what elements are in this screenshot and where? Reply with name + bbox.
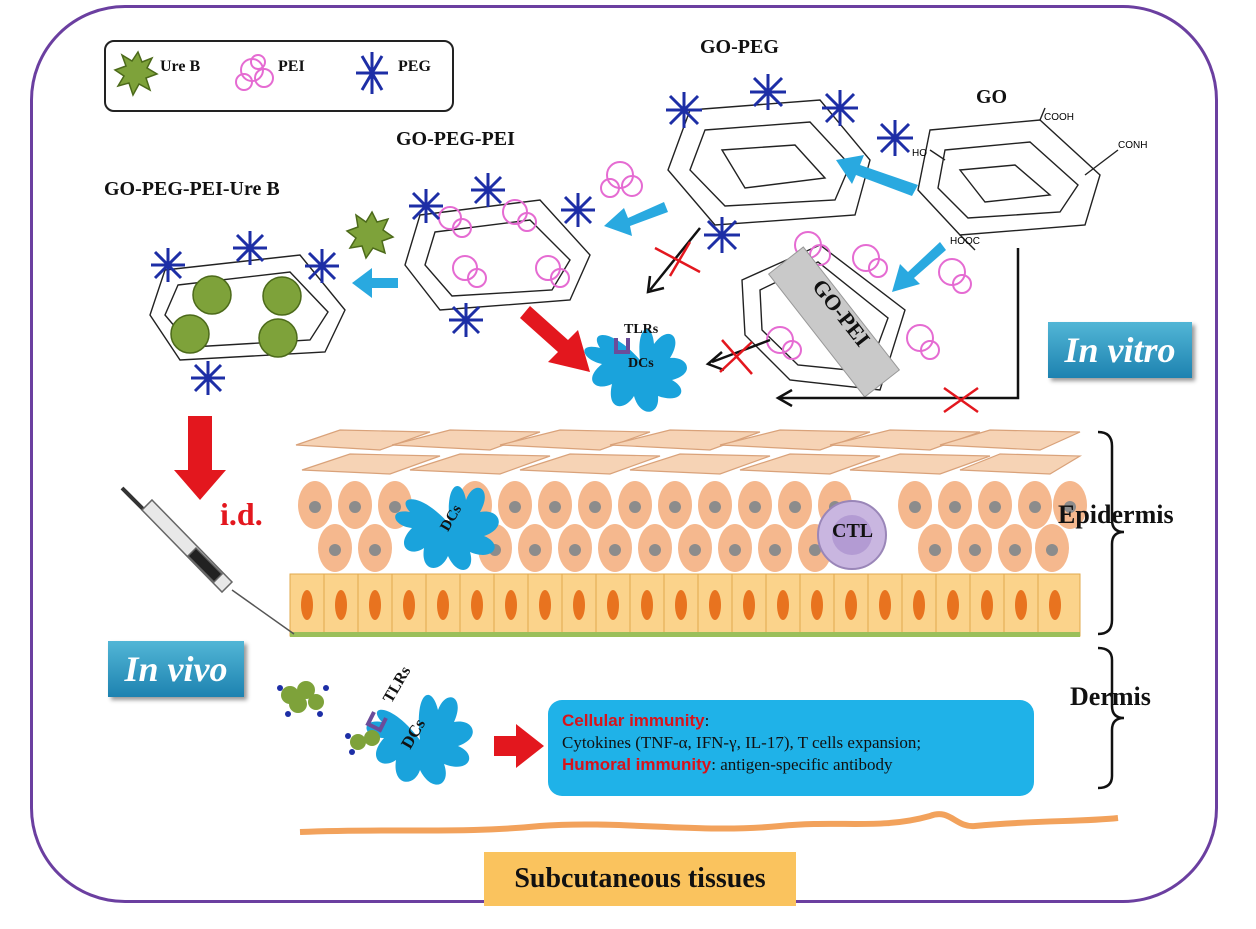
black-arrows xyxy=(646,227,1020,408)
nanocomplex-dermis xyxy=(277,681,380,755)
red-arrow-invivo xyxy=(174,416,226,500)
go-peg-pei-ureb-sheet xyxy=(149,254,346,361)
ure-b-floating xyxy=(345,210,395,260)
in-vitro-tag: In vitro xyxy=(1048,322,1192,378)
id-label: i.d. xyxy=(220,496,263,532)
syringe xyxy=(120,486,295,635)
go-sheet xyxy=(917,107,1119,251)
dermis-bracket xyxy=(1097,646,1125,790)
immune-result-box: Cellular immunity: Cytokines (TNF-α, IFN… xyxy=(548,700,1034,796)
go-pei-pei-coils xyxy=(766,231,972,360)
go-peg-pei-ureb-peg-chains xyxy=(151,231,339,395)
in-vivo-tag: In vivo xyxy=(108,641,244,697)
blue-arrows xyxy=(352,155,946,298)
go-label: GO xyxy=(976,86,1008,108)
cellular-immunity-title: Cellular immunity xyxy=(562,711,705,730)
peg-legend-icon xyxy=(356,52,388,94)
arrow-go-to-gopei xyxy=(892,242,946,292)
humoral-immunity-title: Humoral immunity xyxy=(562,755,712,774)
go-peg-peg-chains xyxy=(666,74,913,253)
go-peg-pei-sheet xyxy=(404,199,591,311)
ctl-label: CTL xyxy=(832,520,874,542)
legend-box xyxy=(104,40,454,112)
dc-cell-top xyxy=(584,328,687,412)
dc-cell-dermis xyxy=(366,694,473,785)
dcs-label-top: DCs xyxy=(628,356,654,371)
arrow-gopegpei-to-ureb xyxy=(352,268,398,298)
conh-label: CONH xyxy=(1118,140,1148,151)
go-peg-label: GO-PEG xyxy=(700,36,779,58)
go-peg-sheet xyxy=(667,99,871,226)
block-crosses xyxy=(654,241,979,414)
epidermis-bracket xyxy=(1097,430,1125,636)
epidermis-spinous-cells xyxy=(298,481,1087,572)
dc-cell-epidermis xyxy=(395,486,499,570)
dermis-label: Dermis xyxy=(1070,682,1151,711)
humoral-immunity-text: : antigen-specific antibody xyxy=(711,755,893,774)
ure-b-legend-icon xyxy=(113,50,159,97)
arrow-go-to-gopeg xyxy=(836,155,918,196)
cellular-immunity-text: Cytokines (TNF-α, IFN-γ, IL-17), T cells… xyxy=(562,733,922,752)
go-peg-pei-label: GO-PEG-PEI xyxy=(396,128,515,150)
epidermis-squames xyxy=(295,429,1083,475)
basal-layer xyxy=(289,573,1081,637)
legend-pei-label: PEI xyxy=(278,58,305,75)
tlr-receptor-dermis xyxy=(365,711,388,733)
subcutaneous-tissues-label: Subcutaneous tissues xyxy=(484,852,796,906)
subcutaneous-line xyxy=(299,811,1119,835)
go-peg-pei-pei-coils xyxy=(438,199,570,288)
cooh-label: COOH xyxy=(1044,112,1074,123)
hooc-label: HOOC xyxy=(950,236,980,247)
ho-label: HO xyxy=(912,148,927,159)
arrow-gopeg-to-gopegpei xyxy=(604,202,668,236)
pei-legend-icon xyxy=(235,54,274,91)
ctl-nucleus xyxy=(832,515,872,555)
legend-ure-b-label: Ure B xyxy=(160,58,201,75)
red-arrow-to-dc xyxy=(520,306,590,372)
go-peg-pei-ure-b-label: GO-PEG-PEI-Ure B xyxy=(104,178,280,200)
ure-b-loaded xyxy=(170,275,302,358)
pei-floating xyxy=(600,161,643,198)
epidermis-label: Epidermis xyxy=(1058,500,1174,529)
go-pei-label-tag xyxy=(767,246,901,398)
go-peg-pei-peg-chains xyxy=(409,173,595,337)
tlr-receptor-top xyxy=(614,338,630,354)
red-arrow-result xyxy=(494,724,544,768)
legend-peg-label: PEG xyxy=(398,58,431,75)
cellular-colon: : xyxy=(704,711,710,730)
tlrs-label-top: TLRs xyxy=(624,322,659,337)
